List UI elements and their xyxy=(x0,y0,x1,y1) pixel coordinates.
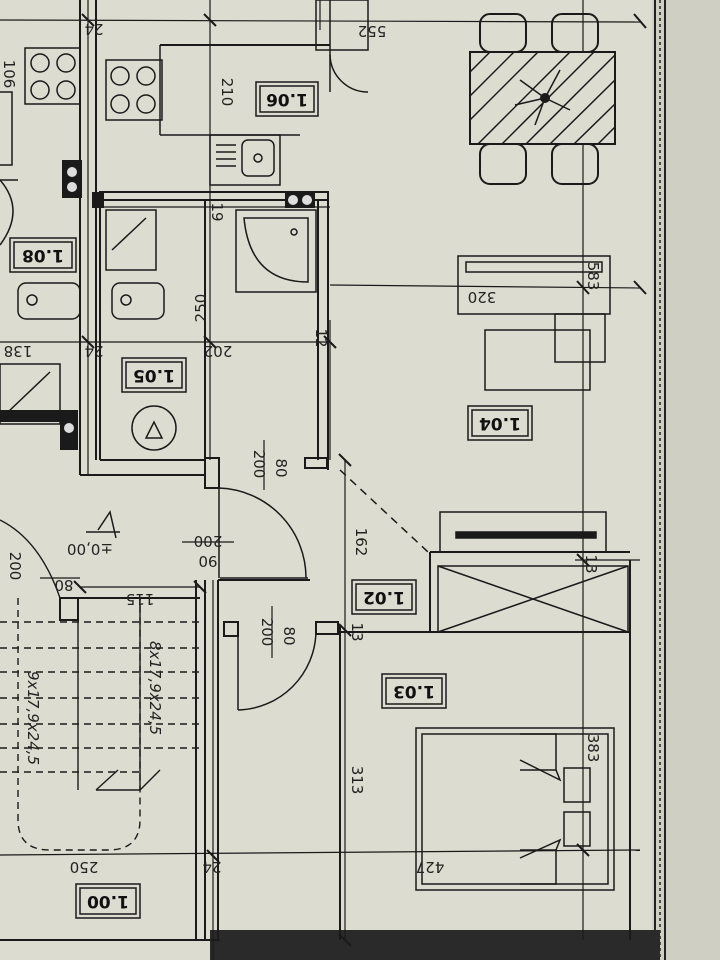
room-label-boxes xyxy=(9,81,533,919)
dim-12: 12 xyxy=(312,328,330,347)
dim-13-b: 13 xyxy=(348,622,366,641)
right-border xyxy=(652,0,720,960)
room-label-1-05: 1.05 xyxy=(133,365,175,385)
tv-console xyxy=(439,511,607,553)
level-marker-symbol xyxy=(86,510,120,539)
staircase xyxy=(0,519,200,851)
dim-115: 115 xyxy=(126,590,155,608)
dim-210: 210 xyxy=(218,78,236,107)
door-d-height: 200 xyxy=(6,552,24,581)
ventilation-shafts xyxy=(0,160,315,450)
wardrobe xyxy=(437,565,629,633)
dim-19: 19 xyxy=(208,202,226,221)
door-b-width: 90 xyxy=(198,552,217,570)
dim-13-a: 13 xyxy=(582,554,600,573)
dim-313: 313 xyxy=(348,766,366,795)
door-d-width: 80 xyxy=(54,576,73,594)
dim-320: 320 xyxy=(468,288,497,306)
door-b-height: 200 xyxy=(194,532,223,550)
kitchen-stove-left xyxy=(24,47,81,105)
stair-labels: 8x17,9x24,5 9x17,9x24,5 xyxy=(24,641,164,765)
stair-spec-2: 9x17,9x24,5 xyxy=(24,671,42,765)
room-label-1-08: 1.08 xyxy=(22,245,64,265)
level-marker-label: ±0,00 xyxy=(67,540,113,558)
kitchen-counter xyxy=(159,0,369,136)
dim-138: 138 xyxy=(4,342,33,360)
dining-table xyxy=(469,13,616,185)
room-label-1-04: 1.04 xyxy=(479,413,521,433)
dim-162: 162 xyxy=(352,528,370,557)
bathroom-fixtures xyxy=(0,91,317,451)
dim-202: 202 xyxy=(204,342,233,360)
dim-250-bottom: 250 xyxy=(70,858,99,876)
dim-24-top: 24 xyxy=(84,20,103,38)
dim-24-bottom: 24 xyxy=(202,858,221,876)
bottom-wall xyxy=(210,930,660,960)
door-c-width: 80 xyxy=(280,626,298,645)
bed xyxy=(415,727,615,891)
room-labels: 1.06 1.08 1.05 1.04 1.02 1.03 1.00 xyxy=(22,89,521,911)
door-c-height: 200 xyxy=(258,618,276,647)
door-a-height: 200 xyxy=(250,450,268,479)
door-a-width: 80 xyxy=(272,458,290,477)
dim-106: 106 xyxy=(0,60,18,89)
room-label-1-06: 1.06 xyxy=(266,89,308,109)
door-swings xyxy=(218,469,429,711)
room-label-1-02: 1.02 xyxy=(363,587,405,607)
dimension-ticks xyxy=(73,13,647,947)
living-sofa xyxy=(457,255,611,391)
door-labels: 80 200 90 200 80 200 80 200 xyxy=(6,440,298,658)
dim-583: 583 xyxy=(584,262,602,291)
dim-552: 552 xyxy=(358,22,387,40)
kitchen-stove xyxy=(105,59,163,121)
room-label-1-00: 1.00 xyxy=(87,891,129,911)
room-label-1-03: 1.03 xyxy=(393,681,435,701)
stair-spec-1: 8x17,9x24,5 xyxy=(146,641,164,735)
dim-250-bath: 250 xyxy=(192,294,210,323)
dim-383: 383 xyxy=(584,734,602,763)
dimension-labels: 24 552 210 19 250 202 24 138 106 320 583… xyxy=(0,20,602,876)
dim-24-mid: 24 xyxy=(84,342,103,360)
dim-427: 427 xyxy=(416,858,445,876)
